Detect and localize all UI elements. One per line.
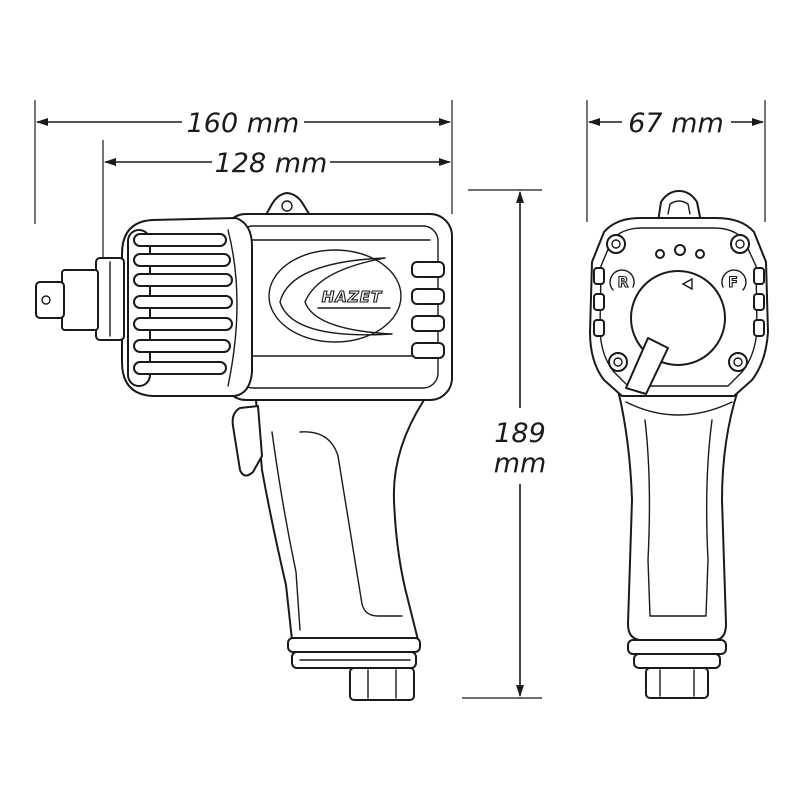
dim-label-width: 67 mm — [628, 108, 724, 139]
motor-housing — [223, 213, 453, 401]
reverse-symbol: R — [609, 269, 635, 292]
screws — [606, 234, 750, 372]
switch-indicator-arrow — [681, 277, 693, 291]
side-view: HAZET — [35, 192, 453, 701]
screw — [606, 234, 626, 254]
trigger — [231, 405, 263, 477]
forward-symbol: F — [721, 269, 747, 292]
screw — [608, 352, 628, 372]
handle — [255, 399, 425, 641]
front-handle — [617, 389, 739, 641]
indicator-dot — [655, 249, 665, 259]
cooling-fin — [133, 317, 233, 331]
indicator-dot — [674, 244, 686, 256]
front-air-inlet — [627, 639, 727, 699]
vent-slot — [411, 261, 445, 278]
hammer-case — [121, 217, 253, 397]
air-inlet — [287, 637, 421, 701]
detent-ball — [41, 295, 51, 305]
screw — [728, 352, 748, 372]
cooling-fin — [133, 361, 227, 375]
screw — [730, 234, 750, 254]
dimension-lines: 160 mm 128 mm 67 mm 189 mm — [34, 100, 766, 699]
vent-slot — [411, 342, 445, 359]
cooling-fin — [133, 295, 233, 309]
forward-label: F — [728, 275, 738, 291]
reverse-label: R — [618, 275, 629, 291]
brand-name: HAZET — [322, 288, 383, 306]
front-view: R F — [589, 190, 769, 699]
dim-label-body-length: 128 mm — [215, 148, 328, 179]
dim-label-height-value: 189 — [494, 418, 546, 449]
dim-label-overall-length: 160 mm — [187, 108, 300, 139]
cooling-fin — [133, 253, 231, 267]
vent-slot — [411, 288, 445, 305]
vent-slot — [411, 315, 445, 332]
square-drive-anvil — [35, 257, 125, 341]
cooling-fin — [133, 273, 233, 287]
brand-logo: HAZET — [268, 249, 402, 343]
cooling-fin — [133, 339, 231, 353]
cooling-fin — [133, 233, 227, 247]
dim-label-height-unit: mm — [494, 448, 547, 479]
direction-switch — [625, 270, 726, 395]
indicator-dot — [695, 249, 705, 259]
